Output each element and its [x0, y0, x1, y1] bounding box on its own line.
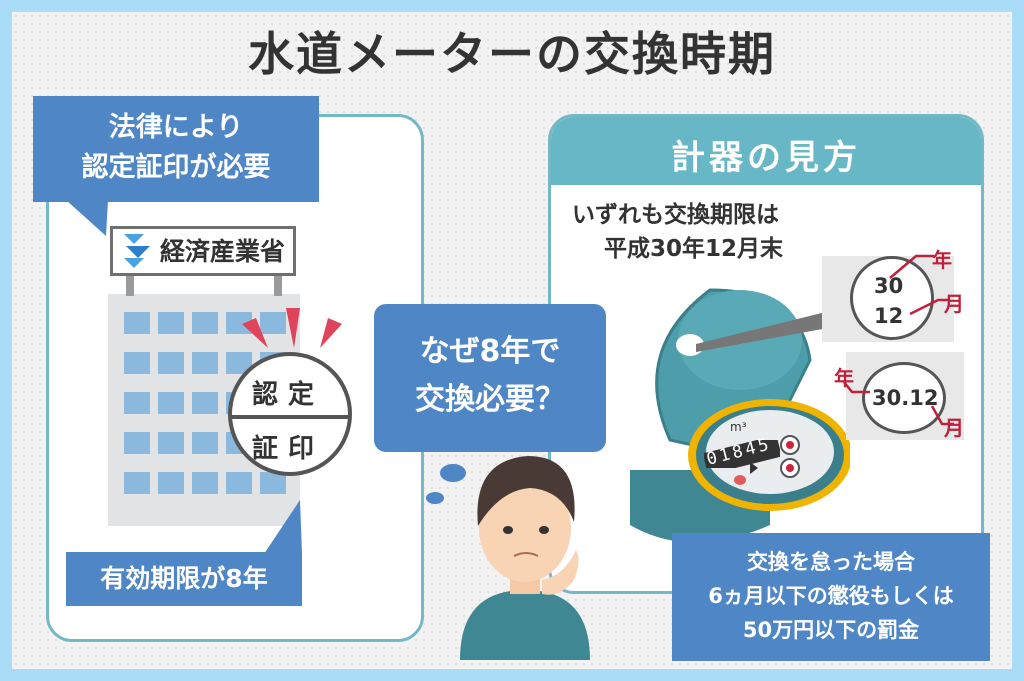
example-bottom-month-label: 月	[944, 416, 964, 440]
building-window	[226, 352, 252, 374]
building-window	[226, 312, 252, 334]
building-window	[192, 472, 218, 494]
example-top-month: 12	[874, 304, 904, 328]
law-callout: 法律により 認定証印が必要	[33, 96, 319, 202]
example-circle-bottom	[862, 362, 946, 434]
penalty-line2: 6ヵ月以下の懲役もしくは	[708, 584, 954, 608]
thinking-person-illustration	[460, 456, 590, 660]
validity-callout: 有効期限が8年	[66, 552, 302, 606]
question-line2: 交換必要？	[415, 382, 565, 417]
example-bottom-leaders	[843, 381, 954, 426]
thought-dot-small	[426, 492, 444, 504]
law-callout-line2: 認定証印が必要	[81, 152, 271, 183]
building-window	[124, 432, 150, 454]
thought-dot-large	[440, 464, 466, 482]
building-window	[124, 312, 150, 334]
expiry-note: いずれも交換期限は 平成30年12月末	[572, 198, 783, 266]
building-window	[158, 312, 184, 334]
building-window	[226, 472, 252, 494]
ministry-logo-icon	[124, 234, 150, 268]
building-window	[158, 352, 184, 374]
sign-posts	[126, 276, 282, 296]
building-window	[158, 432, 184, 454]
water-meter-illustration	[630, 288, 850, 543]
validity-callout-tail	[264, 500, 302, 554]
expiry-note-line2: 平成30年12月末	[604, 236, 784, 262]
building-window	[158, 472, 184, 494]
building-window	[260, 312, 286, 334]
building-window	[158, 392, 184, 414]
penalty-line1: 交換を怠った場合	[747, 550, 915, 574]
example-circle-top	[850, 256, 934, 340]
expiry-note-line1: いずれも交換期限は	[572, 202, 779, 228]
building-window	[124, 352, 150, 374]
ministry-sign-text: 経済産業省	[160, 237, 286, 266]
emphasis-marks-icon	[242, 308, 342, 348]
example-top-year-label: 年	[932, 248, 952, 272]
right-panel-header	[551, 117, 981, 185]
building-window	[192, 392, 218, 414]
example-bottom-value: 30.12	[872, 386, 939, 410]
law-callout-line1: 法律により	[108, 112, 244, 143]
example-bottom-year-label: 年	[834, 366, 854, 390]
question-line1: なぜ8年で	[419, 334, 561, 369]
seal-bottom-text: 証印	[252, 434, 325, 464]
building-window	[192, 352, 218, 374]
building-window	[260, 472, 286, 494]
certification-seal	[228, 352, 352, 476]
right-panel-title: 計器の見方	[671, 138, 861, 178]
page-title: 水道メーターの交換時期	[248, 27, 776, 81]
law-callout-tail	[66, 200, 108, 236]
building-window	[124, 392, 150, 414]
building-window	[124, 472, 150, 494]
building-window	[192, 432, 218, 454]
question-bubble: なぜ8年で 交換必要？	[374, 304, 606, 452]
example-top-year: 30	[874, 274, 904, 298]
seal-divider	[232, 415, 348, 419]
meter-unit: m³	[730, 420, 747, 434]
penalty-line3: 50万円以下の罰金	[742, 618, 920, 642]
seal-top-text: 認定	[252, 380, 325, 410]
meter-counter	[704, 440, 780, 468]
example-top-leaders	[889, 254, 948, 316]
building-window	[192, 312, 218, 334]
penalty-callout: 交換を怠った場合 6ヵ月以下の懲役もしくは 50万円以下の罰金	[672, 533, 990, 661]
example-top-month-label: 月	[944, 292, 964, 316]
